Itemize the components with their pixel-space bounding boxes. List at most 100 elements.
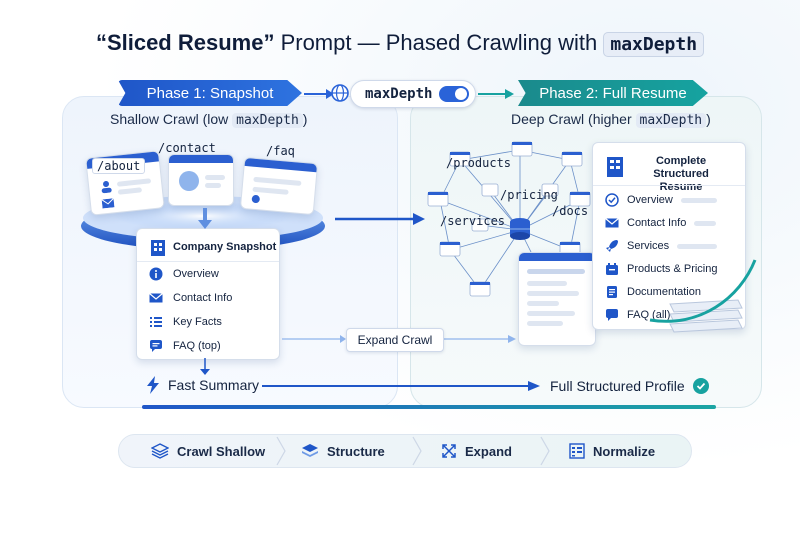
url-contact: /contact: [158, 141, 216, 155]
snapshot-item-overview: Overview: [149, 267, 219, 281]
document-icon: [607, 286, 617, 298]
resume-item-label: Overview: [627, 194, 673, 206]
swoosh-decoration: [649, 259, 757, 323]
list-icon: [150, 317, 162, 327]
fast-summary: Fast Summary: [146, 376, 259, 394]
phase1-banner: Phase 1: Snapshot: [118, 80, 302, 106]
step-separator: [276, 436, 286, 466]
check-circle-icon: [692, 378, 709, 394]
resume-title-line2: Structured Resume: [653, 168, 709, 193]
snapshot-item-label: Contact Info: [173, 292, 233, 304]
full-structured-profile: Full Structured Profile: [550, 378, 709, 394]
chat-icon: [150, 340, 162, 352]
phase2-subtitle-code: maxDepth: [635, 113, 707, 128]
maxdepth-toggle[interactable]: maxDepth: [350, 80, 476, 108]
resume-item-docs: Documentation: [605, 285, 701, 299]
down-arrow: [198, 208, 212, 229]
snapshot-title: Company Snapshot: [173, 241, 277, 253]
title-code: maxDepth: [603, 32, 705, 57]
url-docs: /docs: [552, 204, 589, 218]
resume-title: Complete Structured Resume: [631, 155, 731, 194]
resume-title-line1: Complete: [655, 155, 707, 167]
toggle-switch[interactable]: [439, 86, 469, 102]
database-icon: [510, 218, 530, 240]
step-expand: Expand: [441, 435, 512, 467]
phase-connector-arrows: [304, 89, 514, 99]
phase-transfer-arrow: [335, 213, 425, 225]
title-rest: Prompt — Phased Crawling with: [274, 30, 604, 55]
workflow-steps-bar: Crawl Shallow Structure Expand Normalize: [118, 434, 692, 468]
step-normalize: Normalize: [569, 435, 655, 467]
resume-item-contact: Contact Info: [605, 216, 717, 230]
price-tag-icon: [606, 263, 618, 275]
phase2-subtitle-suffix: ): [706, 111, 711, 127]
resume-item-label: Services: [627, 240, 670, 252]
placeholder-bar: [694, 220, 717, 226]
table-icon: [569, 443, 585, 459]
resume-item-label: Products & Pricing: [627, 263, 718, 275]
snapshot-item-contact: Contact Info: [149, 291, 232, 305]
user-icon: [101, 180, 112, 194]
url-pricing: /pricing: [500, 188, 558, 202]
progress-bar: [142, 405, 716, 409]
expand-connector: [282, 335, 516, 343]
step-label: Normalize: [593, 443, 656, 459]
chat-icon: [606, 309, 618, 321]
rocket-icon: [606, 240, 618, 252]
placeholder-bar: [677, 243, 718, 249]
resume-item-label: Documentation: [627, 286, 701, 298]
summary-to-profile-arrow: [262, 381, 540, 391]
title-quote: “Sliced Resume”: [95, 30, 275, 55]
info-icon: [149, 267, 163, 281]
page-card-about: [85, 150, 165, 216]
check-circle-icon: [605, 193, 619, 207]
phase2-subtitle: Deep Crawl (higher maxDepth): [511, 111, 711, 128]
resume-item-products: Products & Pricing: [605, 262, 717, 276]
page-card-faq: [239, 156, 319, 216]
resume-item-label: FAQ (all): [627, 309, 671, 321]
maxdepth-label: maxDepth: [365, 86, 433, 102]
phase1-subtitle-suffix: ): [302, 111, 308, 127]
step-crawl-shallow: Crawl Shallow: [151, 435, 265, 467]
resume-item-label: Contact Info: [627, 217, 687, 229]
phase2-subtitle-prefix: Deep Crawl (higher: [511, 111, 636, 127]
fast-summary-label: Fast Summary: [168, 377, 260, 393]
full-profile-label: Full Structured Profile: [550, 378, 685, 394]
snapshot-item-keyfacts: Key Facts: [149, 315, 222, 329]
snapshot-item-label: Overview: [173, 268, 219, 280]
step-label: Crawl Shallow: [177, 443, 266, 459]
step-label: Structure: [327, 443, 385, 459]
building-icon: [607, 157, 623, 177]
mail-icon: [101, 198, 115, 209]
layers-icon: [151, 443, 169, 459]
phase1-subtitle-prefix: Shallow Crawl (low: [110, 111, 233, 127]
placeholder-bar: [680, 197, 717, 203]
summary-arrow: [200, 358, 210, 375]
snapshot-item-faq: FAQ (top): [149, 339, 221, 353]
resume-item-overview: Overview: [605, 193, 717, 207]
structured-resume-card: Complete Structured Resume Overview Cont…: [592, 142, 746, 330]
lightning-icon: [147, 376, 159, 394]
page-card-large: [518, 252, 596, 346]
phase1-subtitle: Shallow Crawl (low maxDepth): [110, 111, 307, 128]
phase2-banner: Phase 2: Full Resume: [518, 80, 708, 106]
expand-crawl-button[interactable]: Expand Crawl: [346, 328, 444, 352]
globe-icon: [331, 84, 349, 102]
phase1-subtitle-code: maxDepth: [232, 113, 303, 128]
page-card-contact: [168, 154, 234, 206]
mail-icon: [149, 293, 163, 303]
step-structure: Structure: [301, 435, 385, 467]
resume-item-services: Services: [605, 239, 718, 253]
url-about: /about: [92, 158, 146, 174]
mail-icon: [605, 218, 619, 228]
step-label: Expand: [465, 443, 512, 459]
step-separator: [540, 436, 550, 466]
building-icon: [151, 240, 165, 256]
url-products: /products: [446, 156, 512, 170]
snapshot-item-label: FAQ (top): [173, 340, 221, 352]
url-faq: /faq: [266, 144, 295, 158]
company-snapshot-card: Company Snapshot Overview Contact Info K…: [136, 228, 280, 360]
snapshot-item-label: Key Facts: [173, 316, 222, 328]
url-services: /services: [440, 214, 506, 228]
